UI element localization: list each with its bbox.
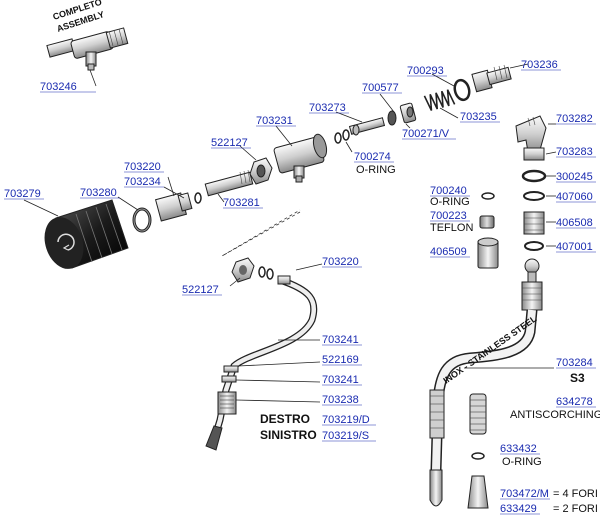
hex-nut-part <box>249 157 273 185</box>
part-633432[interactable]: 633432 <box>500 443 537 455</box>
fori4-label: = 4 FORI <box>553 488 598 500</box>
fitting-703236-part <box>471 64 512 93</box>
part-522169[interactable]: 522169 <box>322 354 359 366</box>
part-703220-tube[interactable]: 703220 <box>322 256 359 268</box>
label-destro: DESTRO <box>260 412 310 426</box>
part-407060[interactable]: 407060 <box>556 191 593 203</box>
knob-part <box>44 199 129 269</box>
part-700293[interactable]: 700293 <box>407 65 444 77</box>
stem-part <box>204 169 254 197</box>
part-700577[interactable]: 700577 <box>362 82 399 94</box>
part-703472m[interactable]: 703472/M <box>500 488 549 500</box>
part-700223[interactable]: 700223 <box>430 210 467 222</box>
steam-tube-left <box>205 275 318 451</box>
oring-label-700274: O-RING <box>356 164 396 176</box>
coupling-406508-part <box>523 211 545 235</box>
part-703280[interactable]: 703280 <box>80 187 117 199</box>
part-703273[interactable]: 703273 <box>309 102 346 114</box>
part-406509[interactable]: 406509 <box>430 246 467 258</box>
part-703235[interactable]: 703235 <box>460 111 497 123</box>
part-633429[interactable]: 633429 <box>500 503 537 515</box>
elbow-703282-part <box>515 115 547 153</box>
pin-part <box>348 117 386 136</box>
fori2-label: = 2 FORI <box>553 503 598 515</box>
antiscorching-sleeve-part <box>469 393 487 435</box>
part-703282[interactable]: 703282 <box>556 113 593 125</box>
steam-wand-right <box>429 258 543 507</box>
part-703220-spindle[interactable]: 703220 <box>124 161 161 173</box>
part-703234[interactable]: 703234 <box>124 176 161 188</box>
part-703219d[interactable]: 703219/D <box>322 414 370 426</box>
part-700274[interactable]: 700274 <box>354 151 391 163</box>
complete-assembly-drawing <box>46 27 129 71</box>
valve-body-part <box>273 133 328 183</box>
part-703236[interactable]: 703236 <box>521 59 558 71</box>
part-703279[interactable]: 703279 <box>4 188 41 200</box>
part-300245[interactable]: 300245 <box>556 171 593 183</box>
assembly-note: COMPLETO ASSEMBLY <box>52 0 106 34</box>
part-703238[interactable]: 703238 <box>322 394 359 406</box>
nut-406509-part <box>477 237 499 269</box>
clip-ring-part <box>132 207 152 233</box>
spindle-body-part <box>154 192 193 222</box>
antiscorching-label: ANTISCORCHING <box>510 409 600 421</box>
label-sinistro: SINISTRO <box>260 428 317 442</box>
part-406508[interactable]: 406508 <box>556 217 593 229</box>
part-700240[interactable]: 700240 <box>430 185 467 197</box>
part-703284[interactable]: 703284 <box>556 357 593 369</box>
part-407001[interactable]: 407001 <box>556 241 593 253</box>
part-703219s[interactable]: 703219/S <box>322 430 369 442</box>
part-703241-a[interactable]: 703241 <box>322 334 359 346</box>
part-703241-b[interactable]: 703241 <box>322 374 359 386</box>
part-700271v[interactable]: 700271/V <box>402 128 450 140</box>
part-703231[interactable]: 703231 <box>256 115 293 127</box>
part-703246[interactable]: 703246 <box>40 81 77 93</box>
oring-label-633432: O-RING <box>502 456 542 468</box>
part-703281[interactable]: 703281 <box>223 197 260 209</box>
spring-part <box>423 89 456 111</box>
part-522127-lower[interactable]: 522127 <box>182 284 219 296</box>
label-s3: S3 <box>570 371 585 385</box>
nut-522127-lower <box>231 257 255 283</box>
part-703283[interactable]: 703283 <box>556 146 593 158</box>
teflon-label: TEFLON <box>430 222 473 234</box>
oring-label-700240: O-RING <box>430 196 470 208</box>
part-634278[interactable]: 634278 <box>556 396 593 408</box>
part-522127-top[interactable]: 522127 <box>211 137 248 149</box>
